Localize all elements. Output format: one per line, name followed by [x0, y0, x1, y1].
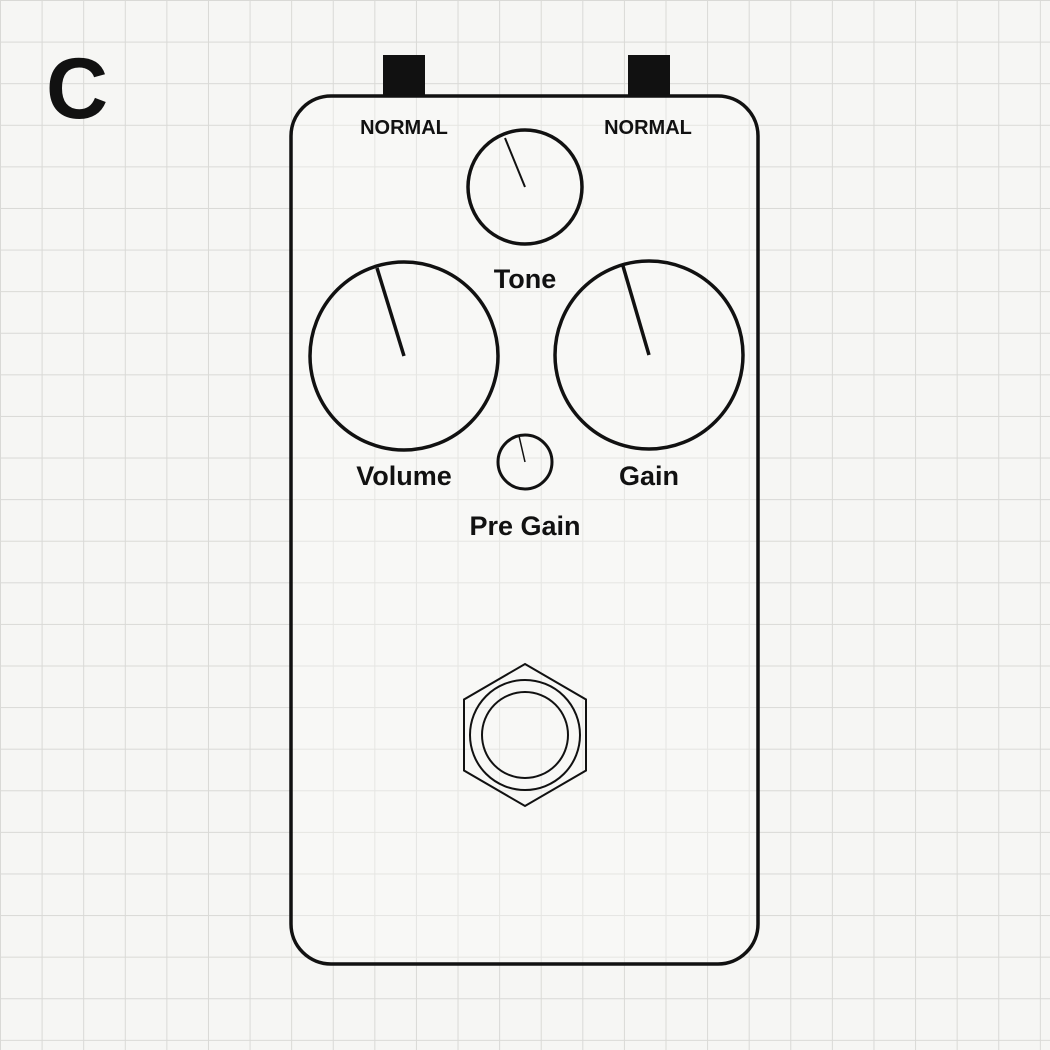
left-jack[interactable]	[383, 55, 425, 97]
left-jack-label: NORMAL	[360, 117, 448, 139]
volume-knob[interactable]	[308, 260, 500, 452]
volume-label: Volume	[356, 461, 452, 491]
right-jack-label: NORMAL	[604, 117, 692, 139]
tone-knob[interactable]	[466, 128, 584, 246]
hex-nut-footswitch-icon[interactable]	[463, 662, 587, 808]
gain-label: Gain	[619, 461, 679, 491]
pre-gain-knob[interactable]	[496, 433, 554, 491]
panel-letter: C	[46, 41, 108, 137]
tone-label: Tone	[494, 264, 557, 294]
right-jack[interactable]	[628, 55, 670, 97]
pedal-enclosure	[289, 94, 760, 966]
pre-gain-label: Pre Gain	[469, 511, 580, 541]
gain-knob[interactable]	[553, 259, 745, 451]
